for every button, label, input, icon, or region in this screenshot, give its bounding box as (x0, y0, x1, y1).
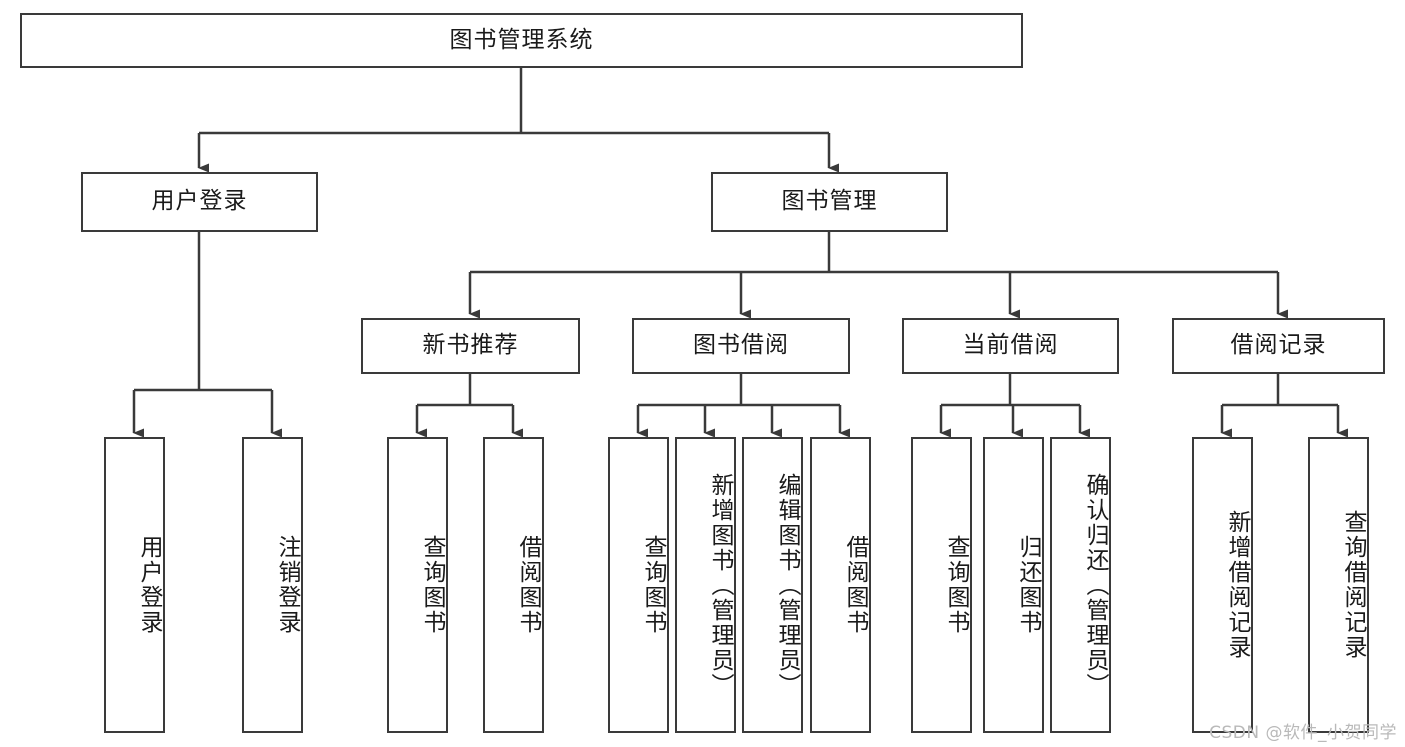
branch-node: 图书管理 (711, 172, 948, 232)
connector-lines (132, 68, 1348, 438)
node-label: 查询借阅记录 (1340, 510, 1366, 660)
node-label: 新增图书（管理员） (707, 472, 733, 698)
node-label: 归还图书 (1015, 535, 1041, 635)
node-label: 确认归还（管理员） (1082, 472, 1108, 698)
branch-node: 用户登录 (81, 172, 318, 232)
node-label: 注销登录 (274, 535, 300, 635)
leaf-node: 归还图书 (983, 437, 1044, 733)
node-label: 借阅记录 (1230, 332, 1327, 359)
branch-node: 当前借阅 (902, 318, 1119, 374)
node-label: 查询图书 (640, 535, 666, 635)
node-label: 借阅图书 (842, 535, 868, 635)
leaf-node: 借阅图书 (810, 437, 871, 733)
node-label: 新书推荐 (422, 332, 519, 359)
node-label: 图书借阅 (693, 332, 789, 359)
node-label: 查询图书 (943, 535, 969, 635)
leaf-node: 新增借阅记录 (1192, 437, 1253, 733)
node-label: 当前借阅 (962, 332, 1059, 359)
leaf-node: 借阅图书 (483, 437, 544, 733)
node-label: 查询图书 (419, 535, 445, 635)
leaf-node: 确认归还（管理员） (1050, 437, 1111, 733)
branch-node: 图书借阅 (632, 318, 850, 374)
node-label: 用户登录 (151, 188, 248, 215)
leaf-node: 用户登录 (104, 437, 165, 733)
leaf-node: 查询图书 (387, 437, 448, 733)
leaf-node: 注销登录 (242, 437, 303, 733)
node-label: 图书管理 (781, 188, 878, 215)
branch-node: 借阅记录 (1172, 318, 1385, 374)
leaf-node: 编辑图书（管理员） (742, 437, 803, 733)
node-label: 编辑图书（管理员） (774, 472, 800, 698)
node-label: 借阅图书 (515, 535, 541, 635)
leaf-node: 查询图书 (911, 437, 972, 733)
root-node: 图书管理系统 (20, 13, 1023, 68)
leaf-node: 新增图书（管理员） (675, 437, 736, 733)
node-label: 图书管理系统 (449, 26, 594, 53)
leaf-node: 查询图书 (608, 437, 669, 733)
node-label: 新增借阅记录 (1224, 510, 1250, 660)
node-label: 用户登录 (136, 535, 162, 635)
branch-node: 新书推荐 (361, 318, 580, 374)
leaf-node: 查询借阅记录 (1308, 437, 1369, 733)
